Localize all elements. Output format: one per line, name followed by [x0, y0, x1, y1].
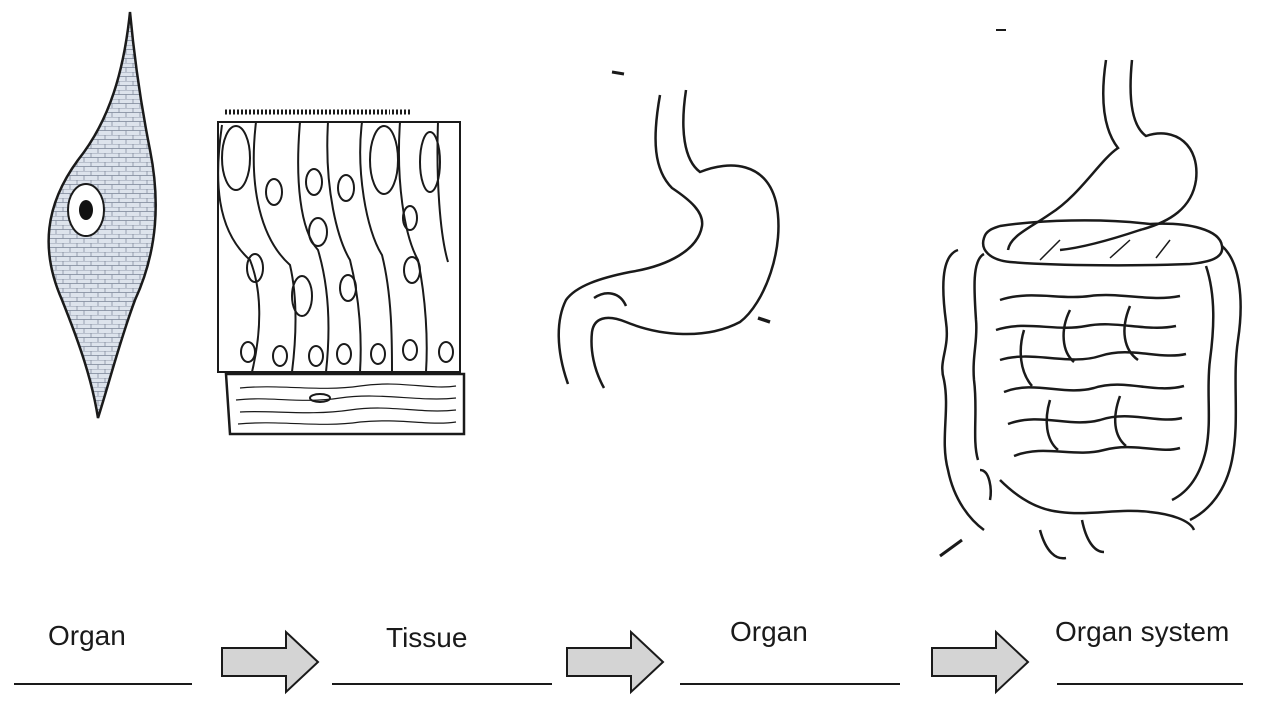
answer-blank	[332, 683, 552, 685]
digestive-system-illustration	[940, 30, 1241, 558]
stomach-illustration	[559, 72, 779, 388]
stage-label: Organ	[48, 622, 126, 650]
stage-label: Tissue	[386, 624, 467, 652]
epithelial-tissue-illustration	[218, 112, 464, 434]
answer-blank	[1057, 683, 1243, 685]
right-arrow-icon	[932, 632, 1028, 692]
answer-blank	[680, 683, 900, 685]
right-arrow-icon	[222, 632, 318, 692]
answer-blank	[14, 683, 192, 685]
stage-label: Organ	[730, 618, 808, 646]
muscle-cell-illustration	[30, 0, 180, 430]
right-arrow-icon	[567, 632, 663, 692]
stage-label: Organ system	[1055, 618, 1229, 646]
